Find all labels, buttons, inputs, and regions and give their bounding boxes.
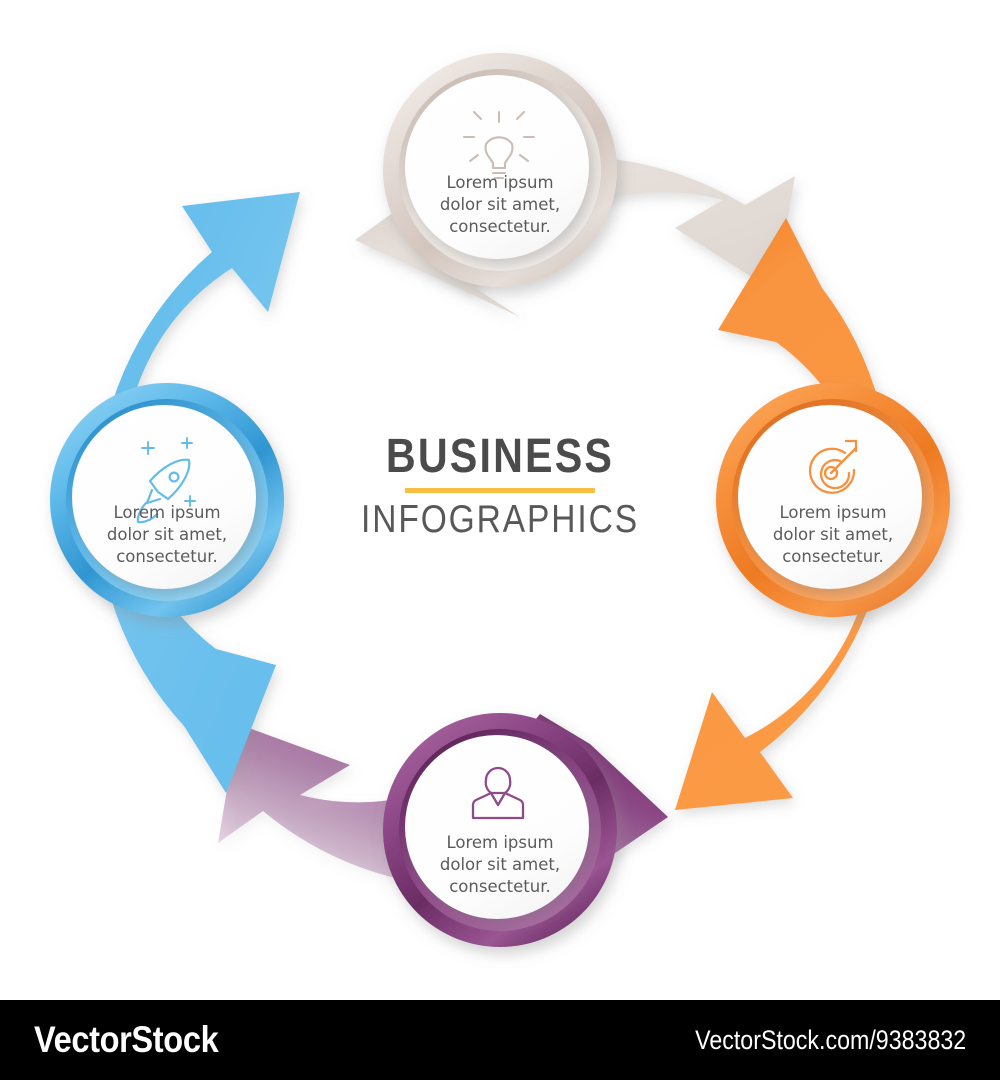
node-left[interactable]	[50, 383, 284, 617]
arrow-blue-group	[96, 192, 300, 793]
arrow-orange	[675, 218, 891, 810]
lightbulb-icon	[462, 110, 536, 180]
node-top[interactable]	[383, 53, 617, 287]
person-icon	[471, 766, 525, 820]
vectorstock-url: VectorStock.com/9383832	[694, 1024, 966, 1055]
node-bottom-disc	[405, 735, 589, 919]
node-right[interactable]	[716, 383, 950, 617]
rocket-icon	[136, 437, 196, 524]
target-icon	[808, 439, 858, 494]
node-right-disc	[738, 405, 922, 589]
watermark-footer: VectorStock VectorStock.com/9383832	[0, 1000, 1000, 1080]
infographic-canvas: BUSINESS INFOGRAPHICS Lorem ipsum dolor …	[50, 53, 950, 947]
cycle-diagram-artwork	[50, 53, 950, 947]
arrow-blue	[96, 192, 300, 793]
arrow-orange-group	[675, 218, 891, 810]
node-bottom[interactable]	[383, 713, 617, 947]
vectorstock-brand: VectorStock	[34, 1019, 219, 1060]
